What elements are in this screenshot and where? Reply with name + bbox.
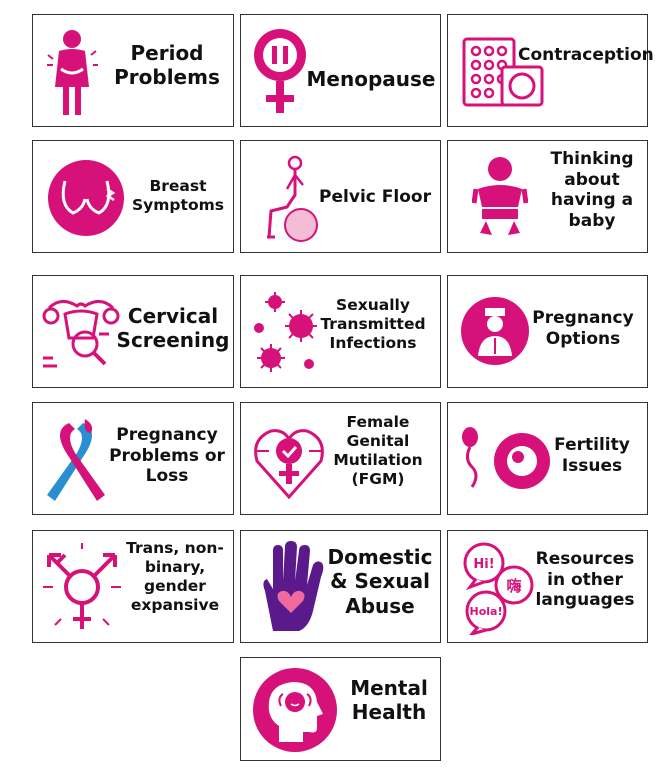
- tile-domestic-abuse[interactable]: Domestic & Sexual Abuse: [240, 530, 441, 643]
- tile-thinking-baby[interactable]: Thinking about having a baby: [447, 140, 648, 253]
- tile-sti[interactable]: Sexually Transmitted Infections: [240, 275, 441, 388]
- tile-label: Contraception: [518, 45, 654, 65]
- virus-icon: [254, 292, 317, 372]
- tile-label: Mental Health: [350, 676, 428, 725]
- tile-label: Trans, non- binary, gender expansive: [126, 539, 224, 614]
- tile-label: Pelvic Floor: [319, 187, 431, 207]
- tile-contraception[interactable]: Contraception: [447, 14, 654, 127]
- tile-pregnancy-options[interactable]: Pregnancy Options: [447, 275, 648, 388]
- female-heart-icon: [254, 429, 324, 500]
- bubble-hai: 嗨: [506, 577, 521, 595]
- person-pain-icon: [47, 30, 98, 115]
- tile-trans-nonbinary[interactable]: Trans, non- binary, gender expansive: [32, 530, 234, 643]
- tile-other-languages[interactable]: Hi! 嗨 Hola! Resources in other languages: [447, 530, 648, 643]
- tile-label: Female Genital Mutilation (FGM): [333, 413, 423, 488]
- tile-breast-symptoms[interactable]: Breast Symptoms: [32, 140, 234, 253]
- tile-label: Sexually Transmitted Infections: [320, 296, 426, 352]
- pill-pack-icon: [462, 37, 544, 107]
- tile-menopause[interactable]: Menopause: [240, 14, 441, 127]
- ribbon-icon: [47, 419, 105, 501]
- baby-icon: [472, 157, 528, 235]
- tile-label: Fertility Issues: [554, 435, 630, 476]
- tile-label: Breast Symptoms: [132, 177, 224, 214]
- tile-pregnancy-loss[interactable]: Pregnancy Problems or Loss: [32, 402, 234, 515]
- tile-label: Menopause: [306, 67, 436, 91]
- tile-mental-health[interactable]: Mental Health: [240, 657, 441, 761]
- head-mind-icon: [253, 668, 337, 752]
- tile-label: Period Problems: [114, 41, 220, 90]
- bubble-hola: Hola!: [470, 605, 503, 618]
- tile-label: Pregnancy Options: [532, 308, 634, 349]
- nurse-icon: [461, 297, 529, 365]
- speech-bubbles-icon: Hi! 嗨 Hola!: [463, 542, 534, 635]
- tile-pelvic-floor[interactable]: Pelvic Floor: [240, 140, 441, 253]
- tile-fgm[interactable]: Female Genital Mutilation (FGM): [240, 402, 441, 515]
- sperm-egg-icon: [462, 427, 550, 489]
- tile-label: Thinking about having a baby: [550, 149, 634, 232]
- bubble-hi: Hi!: [473, 557, 494, 572]
- tile-label: Domestic & Sexual Abuse: [327, 545, 433, 618]
- breast-icon: [48, 160, 124, 236]
- tile-cervical-screening[interactable]: Cervical Screening: [32, 275, 234, 388]
- tile-label: Resources in other languages: [535, 549, 635, 611]
- tile-label: Cervical Screening: [116, 304, 230, 353]
- hand-heart-icon: [263, 541, 324, 631]
- transgender-symbol-icon: [43, 543, 121, 629]
- tile-label: Pregnancy Problems or Loss: [109, 425, 225, 487]
- female-pause-icon: [254, 29, 306, 113]
- exercise-ball-icon: [267, 155, 318, 242]
- uterus-icon: [42, 300, 120, 368]
- tile-fertility[interactable]: Fertility Issues: [447, 402, 648, 515]
- tile-period-problems[interactable]: Period Problems: [32, 14, 234, 127]
